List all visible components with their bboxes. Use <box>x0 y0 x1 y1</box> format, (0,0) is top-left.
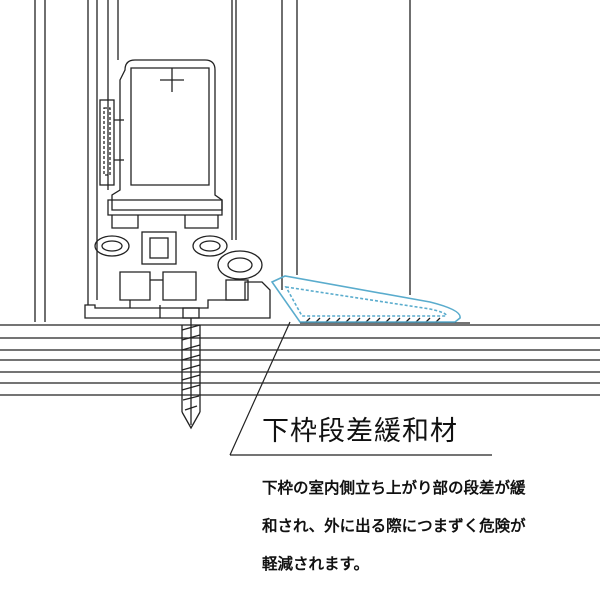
leader-line <box>229 321 492 456</box>
frame-vertical-lines-left <box>34 0 119 322</box>
description-line-2: 和され、外に出る際につまずく危険が <box>262 517 526 535</box>
sill-step-transition-piece <box>270 275 461 323</box>
screw <box>181 307 201 430</box>
roller-assembly <box>94 231 263 301</box>
lower-frame-base <box>84 281 271 319</box>
frame-vertical-lines-right <box>231 0 411 295</box>
sash-profile <box>99 59 223 229</box>
description-line-3: 軽減されます。 <box>262 555 369 573</box>
floor-layers <box>0 324 600 396</box>
description-line-1: 下枠の室内側立ち上がり部の段差が緩 <box>262 479 526 497</box>
flooring-hatch <box>300 317 470 324</box>
part-label: 下枠段差緩和材 <box>262 416 458 447</box>
